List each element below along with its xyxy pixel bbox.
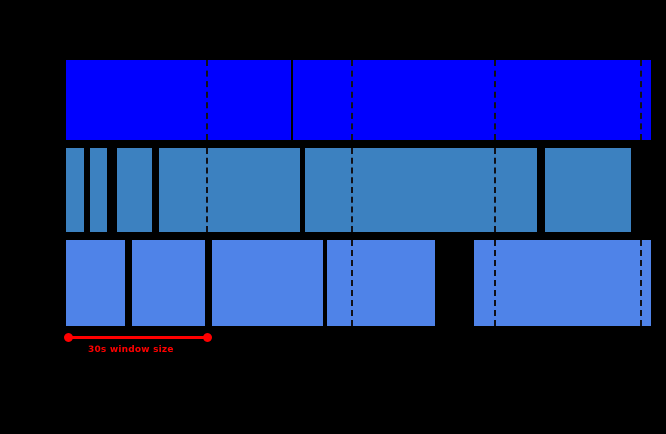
timeline-track (0, 240, 652, 326)
window-boundary-marker (494, 148, 496, 232)
timeline-segment[interactable] (327, 240, 435, 326)
window-size-line (68, 336, 207, 339)
timeline-segment[interactable] (545, 148, 631, 232)
timeline-segment[interactable] (212, 240, 323, 326)
window-boundary-marker (351, 240, 353, 326)
timeline-track (0, 148, 652, 232)
window-boundary-marker (351, 60, 353, 140)
window-boundary-marker (351, 148, 353, 232)
window-boundary-marker (494, 60, 496, 140)
timeline-segment[interactable] (132, 240, 205, 326)
timeline-segment[interactable] (305, 148, 537, 232)
timeline-segment[interactable] (474, 240, 651, 326)
timeline-segment[interactable] (66, 240, 125, 326)
timeline-segment[interactable] (90, 148, 107, 232)
window-boundary-marker (640, 240, 642, 326)
timeline-segment[interactable] (66, 60, 291, 140)
window-size-label: 30s window size (88, 345, 174, 355)
timeline-segment[interactable] (293, 60, 651, 140)
window-size-end-dot (203, 333, 212, 342)
window-boundary-marker (206, 60, 208, 140)
window-size-start-dot (64, 333, 73, 342)
window-boundary-marker (640, 60, 642, 140)
window-boundary-marker (206, 148, 208, 232)
timeline-segment[interactable] (117, 148, 152, 232)
timeline-segment[interactable] (66, 148, 84, 232)
window-boundary-marker (494, 240, 496, 326)
timeline-segment[interactable] (159, 148, 300, 232)
timeline-track (0, 60, 652, 140)
